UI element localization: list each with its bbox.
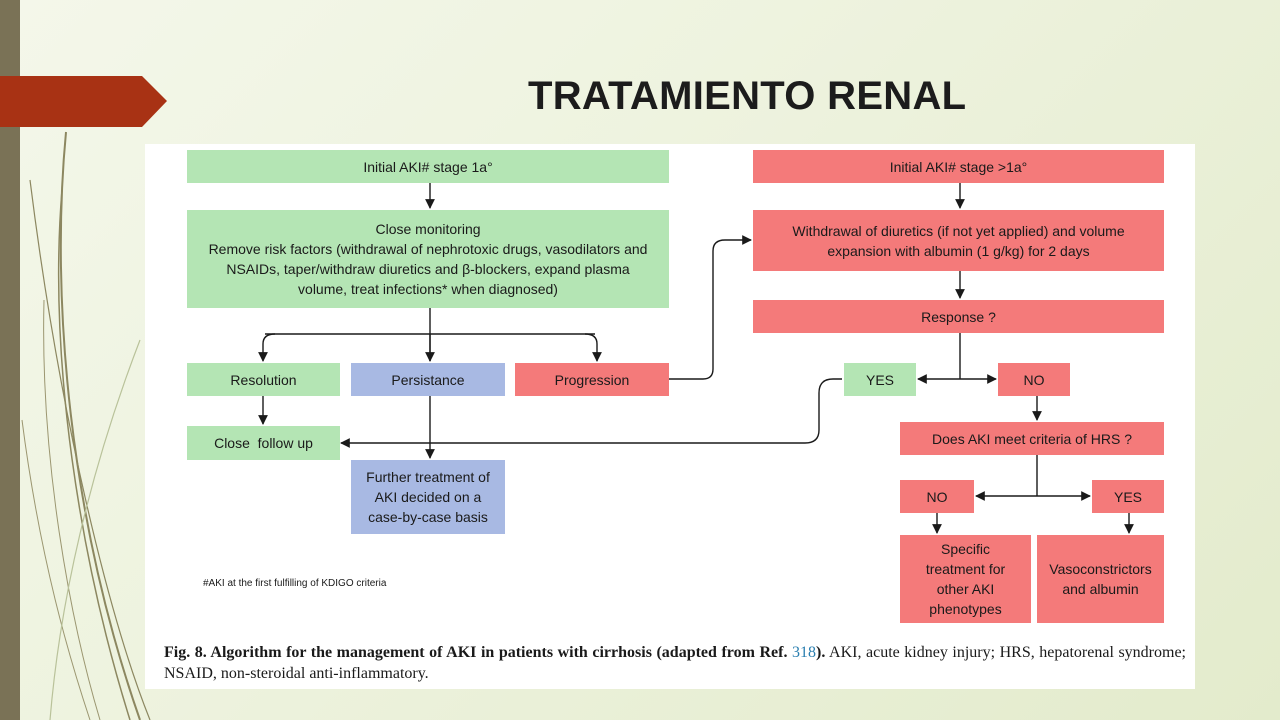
further-treatment-label: Further treatment of AKI decided on a ca… [366,469,490,525]
initial-aki-stage-gt1a-box: Initial AKI# stage >1a° [753,150,1164,183]
caption-bold-close: ). [816,644,826,661]
no-response-label: NO [1023,371,1045,388]
specific-treatment-label: Specific treatment for other AKI phenoty… [925,541,1006,617]
caption-bold: Fig. 8. Algorithm for the management of … [164,644,793,661]
response-box: Response ? [753,300,1164,333]
initial-aki-stage-1a-box: Initial AKI# stage 1a° [187,150,669,183]
no-response-box: NO [998,363,1070,396]
decorative-curves [21,131,151,720]
caption-ref-link[interactable]: 318 [792,644,817,661]
hrs-criteria-label: Does AKI meet criteria of HRS ? [932,430,1132,447]
yes-hrs-label: YES [1113,488,1142,505]
footnote: #AKI at the first fulfilling of KDIGO cr… [203,578,387,589]
vasoconstrictors-box: Vasoconstrictors and albumin [1037,535,1164,623]
caption-abbreviations: AKI, acute kidney injury; HRS, hepatoren… [164,644,1187,682]
specific-treatment-box: Specific treatment for other AKI phenoty… [900,535,1031,623]
close-monitoring-box: Close monitoring Remove risk factors (wi… [187,210,669,308]
persistance-label: Persistance [391,371,465,388]
vasoconstrictors-label: Vasoconstrictors and albumin [1049,561,1152,597]
no-hrs-box: NO [900,480,974,513]
initial-aki-stage-1a-label: Initial AKI# stage 1a° [363,158,493,175]
withdrawal-diuretics-label: Withdrawal of diuretics (if not yet appl… [792,222,1125,259]
yes-hrs-box: YES [1092,480,1164,513]
close-monitoring-body: Remove risk factors (withdrawal of nephr… [208,241,648,297]
yes-response-box: YES [844,363,916,396]
persistance-box: Persistance [351,363,505,396]
close-monitoring-heading: Close monitoring [375,221,481,237]
resolution-label: Resolution [230,371,297,388]
title-arrow-shape [0,76,167,127]
close-follow-up-label: Close follow up [214,435,313,451]
hrs-criteria-box: Does AKI meet criteria of HRS ? [900,422,1164,455]
left-accent-bar [0,0,20,720]
resolution-box: Resolution [187,363,340,396]
no-hrs-label: NO [926,488,948,505]
figure-caption: Fig. 8. Algorithm for the management of … [164,642,1186,684]
progression-box: Progression [515,363,669,396]
flowchart-connectors [258,183,1134,534]
yes-response-label: YES [865,371,894,388]
initial-aki-stage-gt1a-label: Initial AKI# stage >1a° [889,158,1028,175]
slide-title: TRATAMIENTO RENAL [528,74,967,118]
further-treatment-box: Further treatment of AKI decided on a ca… [351,460,505,534]
flowchart-figure: Initial AKI# stage 1a° Close monitoring … [145,144,1195,689]
withdrawal-diuretics-box: Withdrawal of diuretics (if not yet appl… [753,210,1164,271]
response-label: Response ? [921,308,996,325]
close-follow-up-box: Close follow up [187,426,340,460]
progression-label: Progression [554,371,630,388]
